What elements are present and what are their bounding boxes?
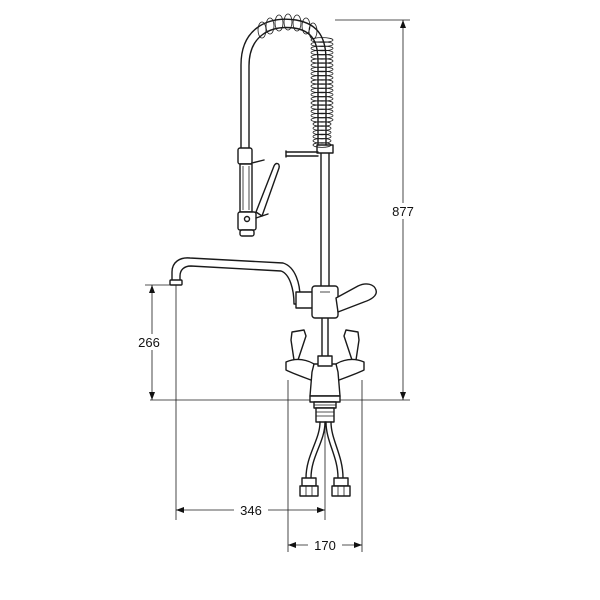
dimension-label-346: 346 [240, 503, 262, 518]
coil-loop [310, 108, 334, 115]
coil-loop [310, 66, 334, 73]
coil-loop [310, 112, 334, 119]
coil-loop [310, 45, 334, 52]
coil-loop [310, 83, 334, 89]
mounting-base [309, 395, 341, 423]
coil-loop [310, 49, 334, 56]
spray-head [237, 147, 280, 237]
coil-loop [310, 62, 334, 68]
right-handle [331, 329, 365, 383]
coil-loop [312, 121, 332, 127]
swivel-spout [169, 257, 319, 309]
coil-loop [310, 79, 334, 85]
control-body [311, 283, 377, 319]
left-handle [285, 329, 319, 383]
coil-loop [310, 53, 334, 60]
coil-loop [312, 129, 332, 136]
coil-loop [265, 17, 275, 35]
dimension-spout-height: 266 [134, 284, 175, 400]
coil-loop [310, 70, 334, 77]
coil-loop [310, 104, 334, 110]
coil-loop [312, 133, 332, 140]
coil-loop [310, 37, 334, 43]
dimension-label-170: 170 [314, 538, 336, 553]
coil-loop [310, 58, 334, 64]
mixer-body [309, 355, 341, 397]
dimension-base-width: 170 [287, 380, 363, 553]
hose-clip [285, 150, 319, 158]
coil-loop [310, 117, 334, 123]
coil-loop [274, 14, 284, 32]
coil-loop [310, 75, 334, 81]
spring-coil [257, 13, 334, 148]
coil-loop [310, 87, 334, 94]
dimension-spout-reach: 346 [175, 285, 326, 520]
dimension-overall-height: 877 [150, 19, 418, 401]
coil-loop [310, 100, 334, 106]
riser-column [316, 144, 334, 361]
coil-loop [312, 142, 332, 148]
dimension-label-877: 877 [392, 204, 414, 219]
coil-loop [310, 41, 334, 47]
coil-loop [310, 91, 334, 98]
coil-loop [310, 96, 334, 102]
coil-loop [292, 14, 302, 32]
coil-loop [257, 21, 267, 39]
coil-loop [308, 22, 318, 40]
coil-loop [283, 13, 293, 31]
dimension-label-266: 266 [138, 335, 160, 350]
coil-loop [312, 138, 332, 144]
coil-loop [312, 125, 332, 131]
flexible-tails [299, 421, 351, 497]
